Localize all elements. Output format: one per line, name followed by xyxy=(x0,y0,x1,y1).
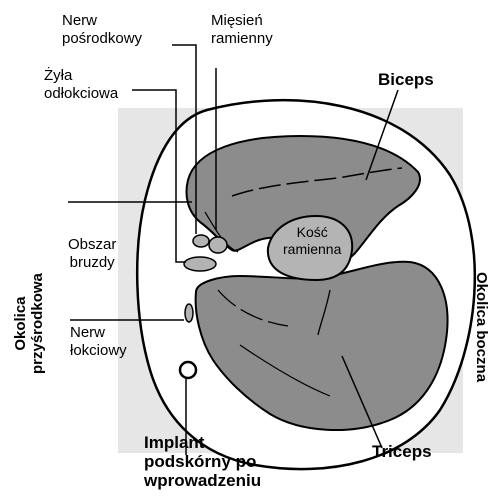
label-groove-area: Obszar bruzdy xyxy=(68,236,116,272)
label-basilic-vein: Żyła odłokciowa xyxy=(44,67,118,103)
label-median-nerve: Nerw pośrodkowy xyxy=(62,12,142,48)
brachial-artery xyxy=(209,237,227,253)
label-implant: Implant podskórny po wprowadzeniu xyxy=(144,433,261,490)
label-ulnar-nerve: Nerw łokciowy xyxy=(70,324,127,360)
label-biceps: Biceps xyxy=(378,70,434,89)
label-medial-region: Okolica przyśrodkowa xyxy=(12,273,46,374)
label-triceps: Triceps xyxy=(372,442,432,461)
ulnar-nerve xyxy=(185,304,193,322)
implant-marker xyxy=(180,362,196,378)
label-humerus: Kość ramienna xyxy=(283,224,341,258)
label-lateral-region: Okolica boczna xyxy=(473,272,490,382)
label-brachialis-muscle: Mięsień ramienny xyxy=(211,12,273,48)
median-nerve xyxy=(193,235,209,247)
basilic-vein xyxy=(184,257,216,271)
